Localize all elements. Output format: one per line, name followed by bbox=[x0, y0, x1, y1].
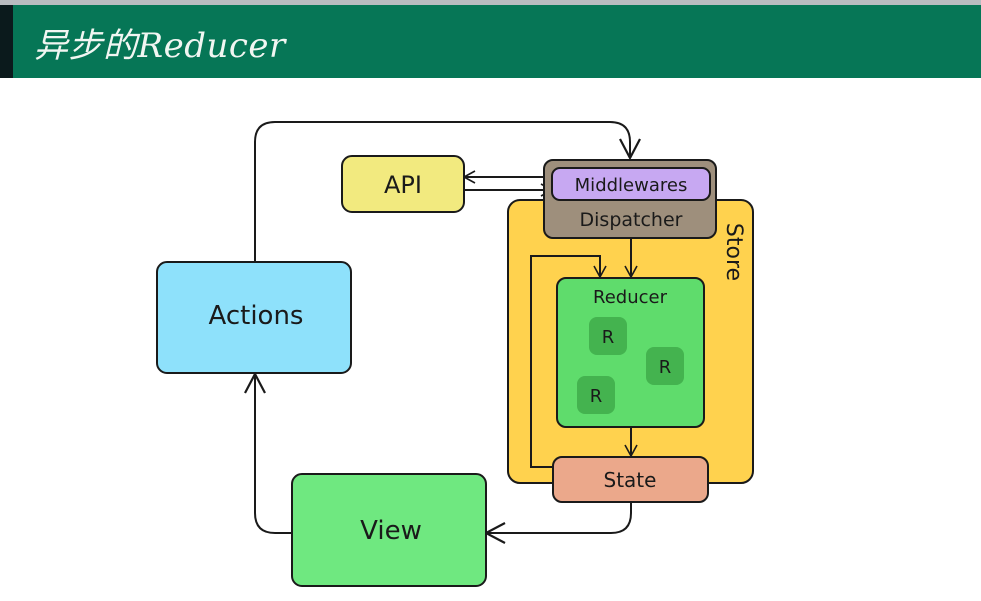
store-label: Store bbox=[721, 223, 746, 281]
slide-title: 异步的Reducer bbox=[34, 26, 286, 66]
state-node[interactable]: State bbox=[552, 456, 709, 503]
sub-reducer: R bbox=[646, 347, 684, 385]
sub-reducer-label: R bbox=[590, 386, 603, 407]
sub-reducer-box bbox=[646, 347, 684, 385]
header-accent-bar bbox=[0, 5, 13, 78]
view-box bbox=[291, 473, 487, 587]
actions-node[interactable]: Actions bbox=[156, 261, 352, 374]
api-label: API bbox=[384, 171, 422, 199]
actions-label: Actions bbox=[209, 301, 304, 331]
window-top-border bbox=[0, 0, 981, 5]
edge-state-to-view bbox=[483, 502, 632, 544]
state-box bbox=[552, 456, 709, 503]
dispatcher-label: Dispatcher bbox=[580, 209, 683, 231]
view-label: View bbox=[360, 516, 422, 546]
middlewares-label: Middlewares bbox=[575, 175, 688, 196]
middlewares-node[interactable]: Middlewares bbox=[551, 167, 711, 201]
view-node[interactable]: View bbox=[291, 473, 487, 587]
sub-reducer-label: R bbox=[602, 327, 615, 348]
sub-reducer-box bbox=[589, 317, 627, 355]
slide-header: 异步的Reducer bbox=[0, 5, 981, 78]
edge-state-to-reducer bbox=[530, 255, 607, 468]
api-node[interactable]: API bbox=[341, 155, 465, 213]
sub-reducer: R bbox=[577, 376, 615, 414]
edge-view-to-actions bbox=[244, 371, 292, 534]
actions-box bbox=[156, 261, 352, 374]
middlewares-box bbox=[551, 167, 711, 201]
sub-reducer: R bbox=[589, 317, 627, 355]
reducer-label: Reducer bbox=[593, 287, 668, 308]
edge-actions-to-dispatcher bbox=[254, 121, 641, 262]
reducer-node[interactable]: Reducer R R R bbox=[556, 277, 705, 428]
state-label: State bbox=[604, 468, 657, 492]
api-box bbox=[341, 155, 465, 213]
sub-reducer-label: R bbox=[659, 357, 672, 378]
sub-reducer-box bbox=[577, 376, 615, 414]
